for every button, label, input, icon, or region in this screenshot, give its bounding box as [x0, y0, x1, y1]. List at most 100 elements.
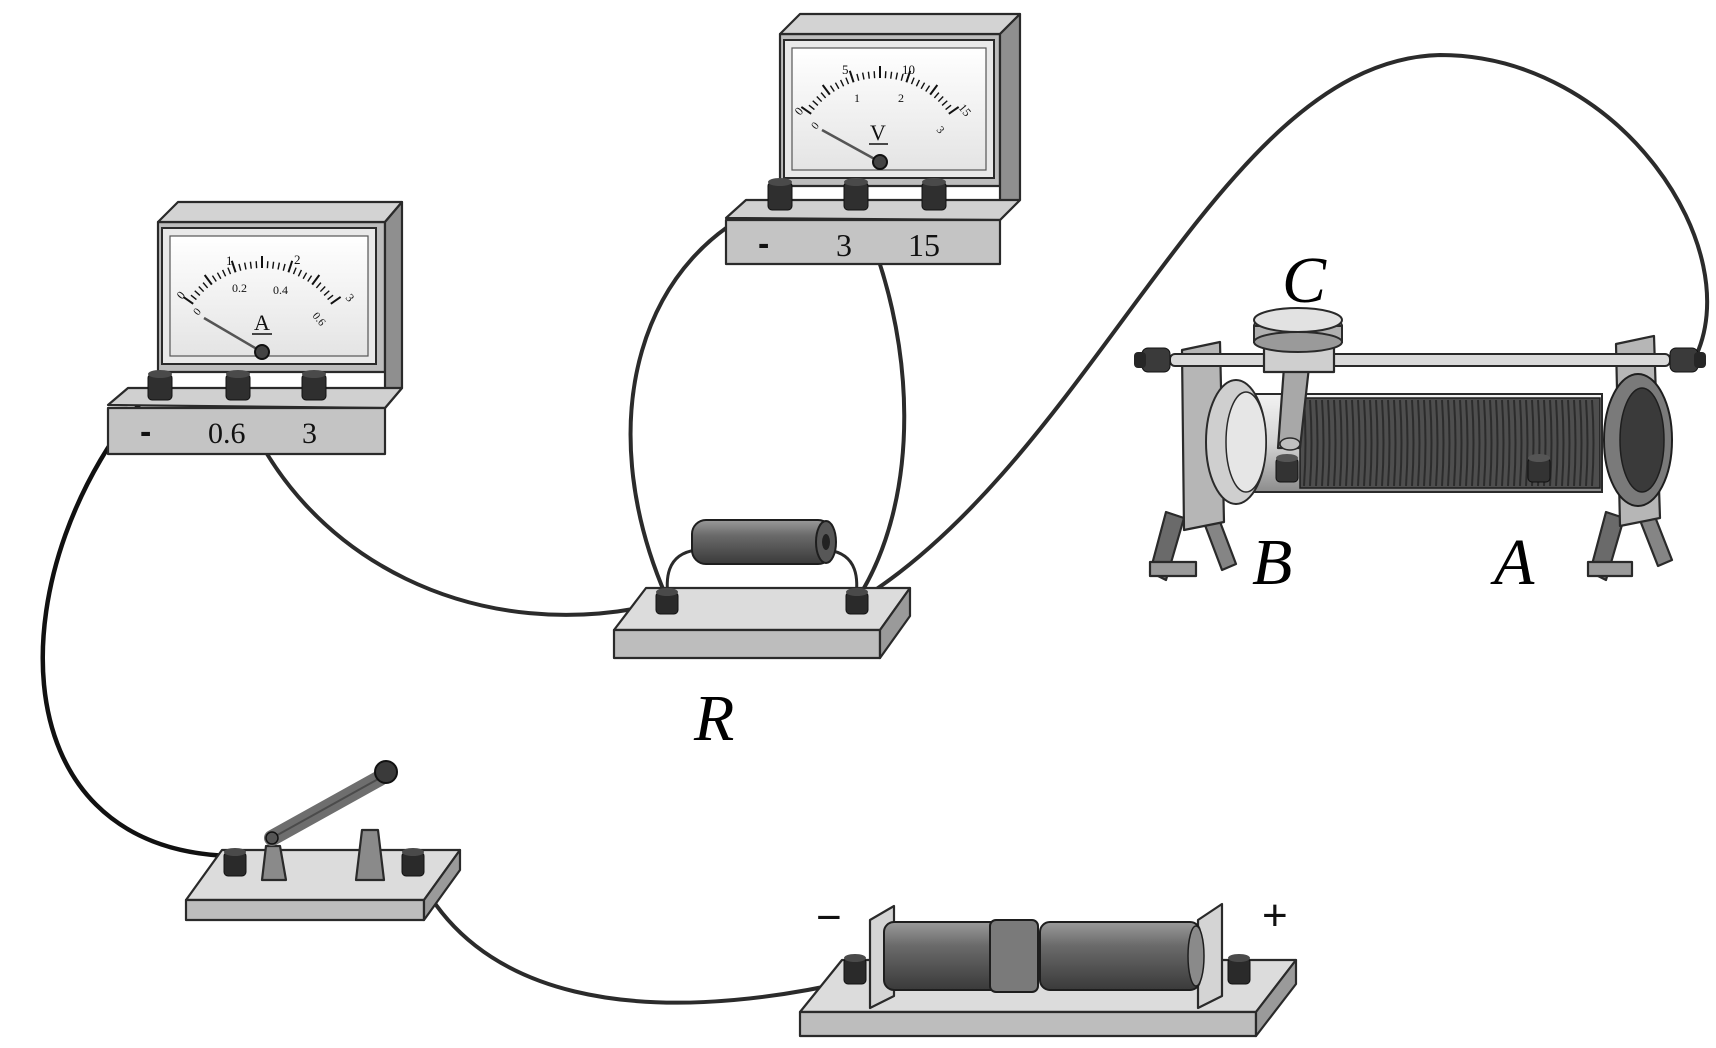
battery-terminal-negative — [843, 954, 867, 985]
scale-tick — [839, 79, 845, 87]
coil-winding — [1471, 399, 1475, 487]
wire-ammeter-neg-to-switch — [40, 389, 235, 859]
ammeter-upper-1: 1 — [226, 253, 233, 268]
scale-tick — [929, 84, 939, 96]
coil-winding — [1459, 399, 1463, 487]
coil-winding — [1519, 399, 1523, 487]
coil-winding — [1483, 399, 1487, 487]
coil-winding — [1357, 399, 1361, 487]
scale-tick — [216, 272, 222, 280]
voltmeter-base-front — [724, 218, 1002, 266]
scale-tick — [821, 84, 831, 96]
coil-winding — [1309, 399, 1313, 487]
scale-tick — [327, 294, 334, 301]
switch-terminal-left — [223, 848, 247, 877]
coil-winding — [1327, 399, 1331, 487]
coil-winding — [1507, 399, 1511, 487]
coil-winding — [1477, 399, 1481, 487]
voltmeter-lower-2: 2 — [898, 91, 904, 105]
coil-winding — [1345, 399, 1349, 487]
voltmeter-pivot — [872, 154, 888, 170]
ammeter-case-side — [383, 200, 404, 410]
coil-winding — [1393, 399, 1397, 487]
coil-winding — [1423, 399, 1427, 487]
voltmeter-upper-2: 10 — [902, 62, 915, 77]
scale-tick — [933, 92, 940, 99]
scale-tick — [848, 70, 855, 83]
knife-switch — [184, 760, 462, 922]
coil-winding — [1591, 399, 1595, 487]
ammeter-terminal-negative-label: - — [140, 413, 151, 451]
ammeter-pivot — [254, 344, 270, 360]
coil-winding — [1573, 399, 1577, 487]
ammeter-terminal-06-knob — [225, 370, 251, 401]
voltmeter-dial-face — [791, 47, 987, 171]
scale-tick — [856, 73, 860, 81]
coil-winding — [1585, 399, 1589, 487]
scale-tick — [292, 267, 297, 275]
resistor: R — [612, 519, 912, 755]
scale-tick — [820, 92, 827, 99]
coil-winding — [1339, 399, 1343, 487]
scale-tick — [900, 73, 904, 81]
scale-tick — [861, 72, 865, 80]
rheostat-right-foot-pad — [1586, 560, 1634, 578]
voltmeter-terminal-15-knob — [921, 178, 947, 211]
ammeter-unit-symbol: A — [254, 310, 270, 335]
coil-winding — [1417, 399, 1421, 487]
scale-tick — [182, 296, 194, 305]
coil-winding — [1381, 399, 1385, 487]
wire-resistor-to-rheostat — [858, 52, 1710, 602]
resistor-terminal-right — [845, 588, 869, 615]
wire-ammeter-06-to-resistor — [238, 396, 668, 617]
switch-terminal-right — [401, 848, 425, 877]
resistor-terminal-left — [655, 588, 679, 615]
voltmeter-terminal-negative-label: - — [758, 225, 769, 263]
coil-winding — [1399, 399, 1403, 487]
scale-tick — [211, 275, 217, 282]
scale-tick — [297, 269, 303, 277]
voltmeter-terminal-3-knob — [843, 178, 869, 211]
coil-winding — [1321, 399, 1325, 487]
rheostat-slide-rod — [1169, 353, 1671, 367]
scale-tick — [941, 100, 948, 106]
battery-board-front — [798, 1010, 1258, 1038]
scale-tick — [945, 104, 952, 111]
resistor-body — [691, 519, 833, 565]
switch-board-side — [422, 848, 462, 922]
battery-cell-cap — [989, 919, 1039, 993]
scale-tick — [905, 70, 912, 83]
voltmeter: 0 5 10 15 0 1 2 3 V - 3 15 — [724, 12, 1022, 266]
voltmeter-terminals — [767, 178, 947, 211]
scale-tick — [867, 71, 870, 79]
switch-handle-knob — [374, 760, 398, 784]
scale-tick — [203, 274, 213, 286]
coil-winding — [1315, 399, 1319, 487]
voltmeter-lower-1: 1 — [854, 91, 860, 105]
coil-winding — [1435, 399, 1439, 487]
scale-tick — [829, 85, 835, 92]
scale-tick — [307, 275, 313, 282]
scale-tick — [221, 269, 227, 277]
coil-winding — [1333, 399, 1337, 487]
resistor-board-side — [878, 586, 912, 660]
ammeter-lower-1: 0.2 — [232, 281, 247, 295]
resistor-label: R — [693, 682, 734, 755]
coil-winding — [1525, 399, 1529, 487]
ammeter-terminal-06-label: 0.6 — [208, 417, 246, 450]
coil-winding — [1453, 399, 1457, 487]
scale-tick — [895, 72, 899, 80]
switch-hinge-post — [260, 844, 288, 882]
battery-negative-label: − — [816, 893, 842, 942]
rheostat-rod-knob-right — [1669, 347, 1706, 373]
rheostat-label-c: C — [1282, 244, 1327, 317]
scale-tick — [920, 82, 926, 90]
coil-winding — [1495, 399, 1499, 487]
scale-tick — [198, 286, 205, 293]
scale-tick — [948, 106, 960, 115]
ammeter: 0 1 2 3 0 0.2 0.4 0.6 A - 0.6 3 — [106, 200, 404, 456]
scale-tick — [937, 96, 944, 103]
ammeter-lower-2: 0.4 — [273, 283, 288, 297]
rheostat-label-a: A — [1490, 526, 1535, 599]
coil-winding — [1363, 399, 1367, 487]
